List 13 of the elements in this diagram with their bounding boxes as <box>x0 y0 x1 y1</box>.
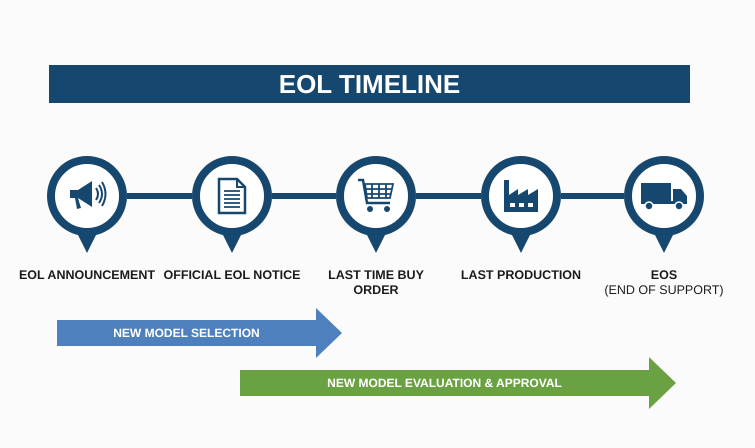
connector-line <box>416 193 481 199</box>
connector-line <box>561 193 624 199</box>
connector-line <box>272 193 336 199</box>
milestone-label: EOL ANNOUNCEMENT <box>18 268 156 283</box>
milestone-label: LAST PRODUCTION <box>460 268 582 283</box>
connector-line <box>127 193 192 199</box>
milestone-label: LAST TIME BUY ORDER <box>327 268 425 298</box>
milestone-label: EOS <box>650 268 678 283</box>
title-banner: EOL TIMELINE <box>49 65 690 103</box>
arrow-label: NEW MODEL EVALUATION & APPROVAL <box>327 375 562 392</box>
milestone-label: OFFICIAL EOL NOTICE <box>163 268 301 283</box>
arrow-label: NEW MODEL SELECTION <box>113 325 260 342</box>
milestone-note: (END OF SUPPORT) <box>604 283 724 298</box>
